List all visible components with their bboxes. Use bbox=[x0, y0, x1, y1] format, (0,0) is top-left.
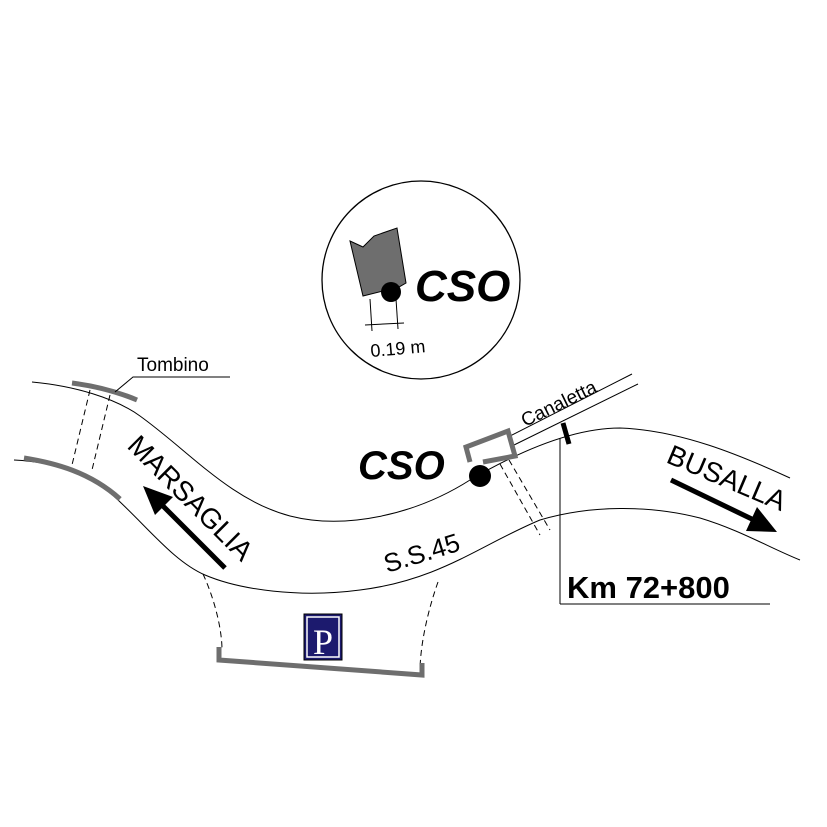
busalla-arrow-shaft bbox=[669, 477, 760, 525]
direction-marsaglia-label: MARSAGLIA bbox=[122, 429, 260, 567]
marsaglia-arrow-head-icon bbox=[143, 486, 173, 515]
parking-area: P bbox=[202, 573, 439, 678]
cso-station: CSO bbox=[358, 427, 519, 488]
canaletta-channel: Canaletta bbox=[499, 373, 639, 536]
inset-station-dot bbox=[381, 282, 401, 302]
road-upper-edge bbox=[31, 381, 791, 522]
inset-dimension-tick-right bbox=[395, 298, 399, 330]
marsaglia-arrow-shaft bbox=[158, 501, 227, 570]
inset-offset-label: 0.19 m bbox=[370, 336, 427, 361]
parking-dashed-left bbox=[202, 573, 223, 651]
parking-bottom-bar bbox=[216, 647, 425, 678]
cso-station-label: CSO bbox=[358, 444, 445, 488]
inset-grey-structure bbox=[349, 227, 407, 297]
tombino-culvert: Tombino bbox=[23, 355, 230, 501]
inset-dimension-tick-left bbox=[369, 298, 373, 332]
canaletta-label: Canaletta bbox=[518, 377, 601, 432]
canaletta-dashed-2 bbox=[508, 459, 551, 531]
km-marker: Km 72+800 bbox=[559, 422, 770, 605]
cso-station-dot bbox=[469, 465, 491, 487]
direction-marsaglia: MARSAGLIA bbox=[122, 429, 260, 570]
tombino-dashed-left bbox=[71, 389, 91, 466]
tombino-bottom-bar bbox=[23, 455, 122, 501]
road-lower-edge bbox=[13, 459, 801, 594]
parking-sign-border bbox=[306, 616, 340, 658]
road bbox=[13, 381, 801, 594]
canaletta-line-2 bbox=[511, 383, 639, 447]
tombino-top-bar bbox=[71, 380, 138, 403]
tombino-leader-line bbox=[114, 376, 230, 393]
road-name-label: S.S.45 bbox=[380, 527, 463, 579]
cso-structure-bracket bbox=[463, 427, 519, 465]
parking-dashed-right bbox=[419, 581, 439, 673]
inset-dimension-line bbox=[364, 322, 405, 326]
tombino-dashed-right bbox=[91, 394, 111, 471]
parking-sign-letter: P bbox=[313, 622, 333, 662]
parking-sign-icon bbox=[303, 613, 343, 661]
inset-detail: CSO 0.19 m bbox=[321, 180, 521, 380]
canaletta-dashed-1 bbox=[499, 463, 541, 536]
inset-station-label: CSO bbox=[415, 262, 510, 311]
direction-busalla: BUSALLA bbox=[663, 439, 791, 532]
km-label: Km 72+800 bbox=[567, 570, 730, 605]
km-marker-bar bbox=[560, 422, 572, 445]
tombino-label: Tombino bbox=[137, 355, 209, 376]
busalla-arrow-head-icon bbox=[746, 507, 777, 532]
canaletta-line-1 bbox=[507, 373, 633, 438]
